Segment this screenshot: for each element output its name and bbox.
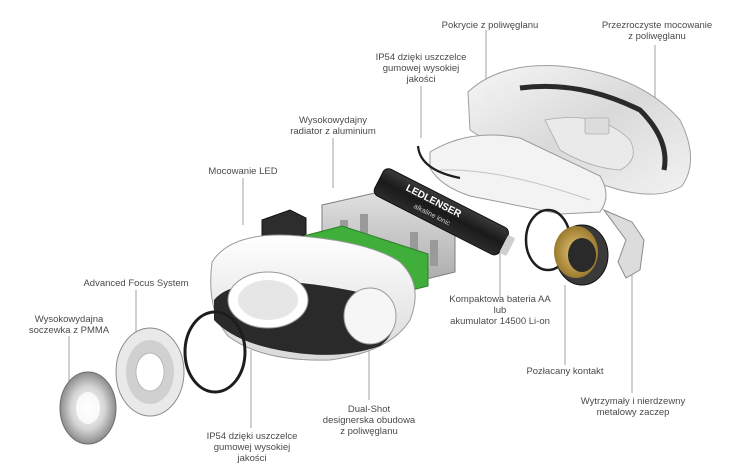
leader-lines (68, 30, 656, 428)
label-battery: Kompaktowa bateria AA lub akumulator 145… (449, 294, 551, 327)
gold-contact-part (554, 224, 609, 286)
pmma-lens-part (59, 371, 117, 445)
polycarbonate-cover-part (429, 134, 607, 215)
label-transparent-mount: Przezroczyste mocowanie z poliwęglanu (601, 20, 713, 42)
metal-clip-part (602, 208, 645, 279)
label-ip54-bottom: IP54 dzięki uszczelce gumowej wysokiej j… (206, 431, 298, 464)
transparent-mount-part (467, 65, 691, 195)
label-clip: Wytrzymały i nierdzewny metalowy zaczep (580, 396, 686, 418)
label-gold-contact: Pozłacany kontakt (526, 366, 604, 377)
dual-shot-housing-part (210, 234, 416, 361)
label-dual-shot: Dual-Shot designerska obudowa z poliwęgl… (322, 404, 416, 437)
label-led-mount: Mocowanie LED (208, 166, 278, 177)
label-pmma-lens: Wysokowydajna soczewka z PMMA (28, 314, 110, 336)
label-advanced-focus: Advanced Focus System (83, 278, 189, 289)
front-gasket (183, 310, 247, 394)
label-ip54-top: IP54 dzięki uszczelce gumowej wysokiej j… (375, 52, 467, 85)
label-polycarbonate-cover: Pokrycie z poliwęglanu (441, 20, 539, 31)
focus-system-part (115, 327, 185, 417)
top-gasket (416, 145, 461, 180)
label-heatsink: Wysokowydajny radiator z aluminium (290, 115, 376, 137)
